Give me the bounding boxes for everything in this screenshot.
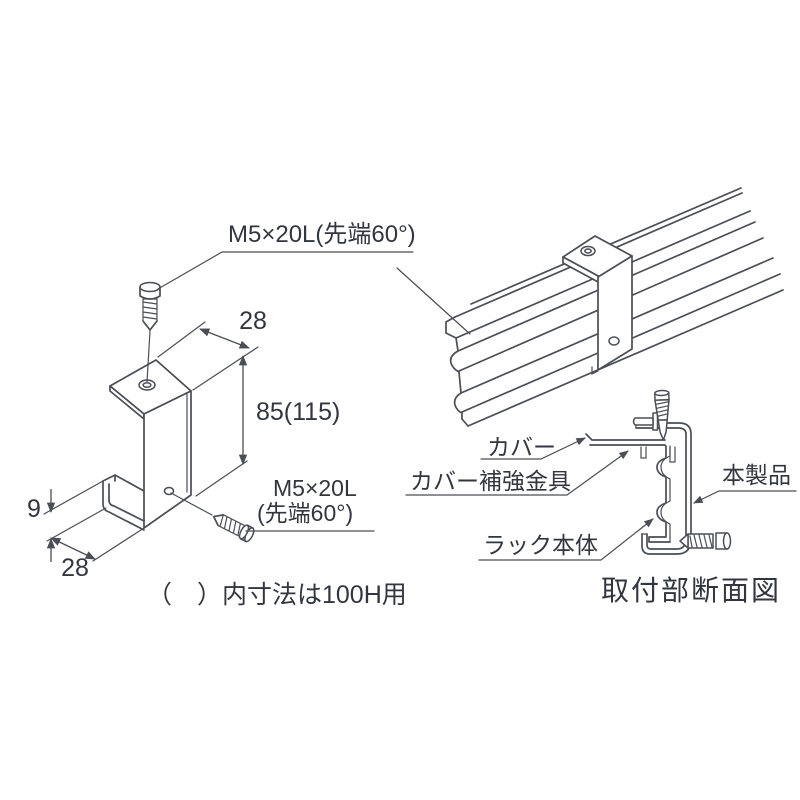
bracket-hook-outer: [102, 480, 145, 531]
dim-body-height-text: 85(115): [256, 398, 340, 426]
flange-screw-hole-inner: [142, 381, 152, 389]
mounted-face-hole: [608, 336, 620, 346]
rail-end-profile: [445, 316, 469, 427]
section-screw-top: [654, 389, 670, 441]
screw-drawing-bottom: [212, 514, 255, 543]
screw-top-label: M5×20L(先端60°): [228, 221, 416, 248]
cover-edge-line: [396, 267, 471, 335]
mounted-bracket-front-face: [597, 255, 633, 371]
cover-label: カバー: [487, 434, 556, 460]
product-bracket-inner: [635, 427, 687, 550]
cover-reinforcement-label-leader: [405, 450, 629, 496]
mounted-bracket-hook-tip: [591, 366, 599, 375]
extension-lines: [43, 321, 259, 562]
screw-centerline-bottom: [170, 492, 213, 516]
clip-pin: [632, 412, 659, 431]
rack-body-label: ラック本体: [483, 532, 598, 558]
dim-hook-depth-arrow: [50, 537, 96, 560]
section-title: 取付部断面図: [601, 575, 781, 606]
bracket-hook-inner: [108, 483, 145, 522]
screw-top-label-leader: [157, 251, 414, 290]
cover-reinforcement-label: カバー補強金具: [410, 468, 571, 494]
rail-assembly-view: [396, 187, 784, 427]
dim-flange-width-text: 28: [239, 307, 267, 335]
cover-label-leader: [480, 437, 586, 460]
screw-centerline-top: [146, 330, 151, 383]
product-label: 本製品: [722, 462, 791, 488]
bracket-isometric-view: M5×20L(先端60°) M5×20L (先端60°) 28 85(115) …: [27, 221, 416, 582]
dim-flange-width-arrow: [199, 328, 250, 349]
dim-hook-depth-text: 28: [61, 554, 89, 582]
bracket-hook-lip: [102, 474, 145, 492]
dimension-note: （ ）内寸法は100H用: [147, 581, 407, 609]
screw-bottom-label-line1: M5×20L: [273, 475, 357, 501]
cross-section-view: カバー カバー補強金具 ラック本体 本製品 取付部断面図: [405, 389, 797, 606]
rack-body-label-leader: [478, 518, 654, 561]
screw-bottom-label-line2: (先端60°): [257, 500, 353, 526]
bracket-front-face: [143, 390, 192, 529]
mounted-flange-hole-inner: [584, 248, 592, 254]
cover-section-lines: [585, 433, 666, 446]
screw-drawing-top: [139, 281, 161, 331]
rack-body-profile-inner: [660, 445, 671, 543]
product-bracket-outer: [635, 422, 692, 555]
product-label-leader: [693, 490, 797, 504]
section-screw-side: [679, 532, 732, 550]
dim-hook-height-text: 9: [27, 495, 41, 523]
rack-body-profile-outer: [648, 445, 671, 543]
